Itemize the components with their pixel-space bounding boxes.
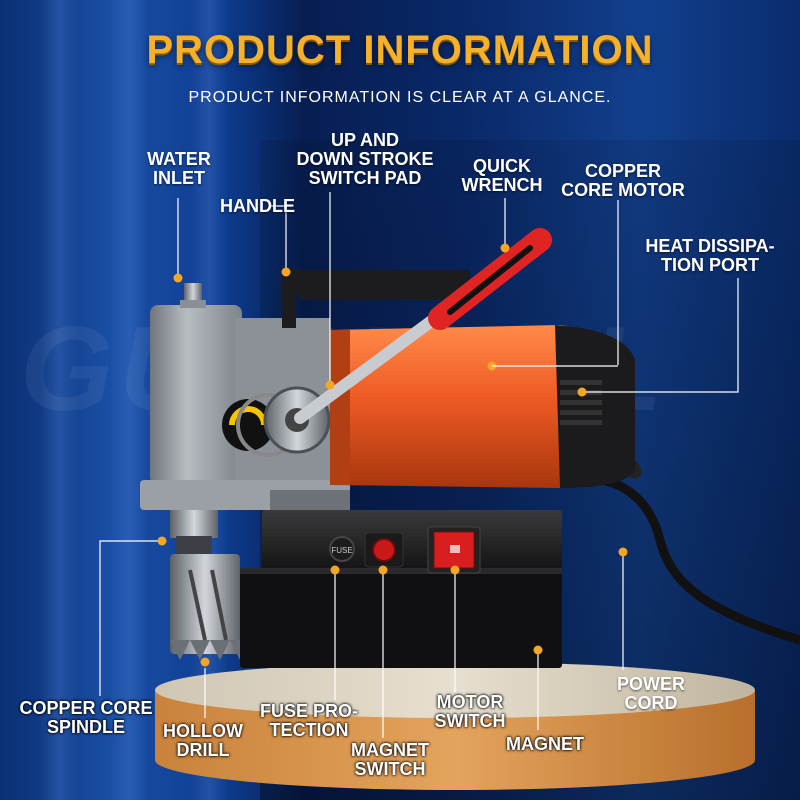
- label-heat-dissipation-port: HEAT DISSIPA-TION PORT: [645, 236, 775, 275]
- magnet-base-edge: [240, 568, 562, 574]
- curtain-fold: [40, 0, 78, 800]
- water-inlet-nut: [180, 300, 206, 308]
- magnet-switch-button: [372, 538, 396, 562]
- page-title: PRODUCT INFORMATION: [146, 28, 654, 72]
- callout-dot-fuse: [330, 565, 340, 575]
- feed-arrow: [229, 406, 267, 426]
- head-bracket: [270, 490, 350, 510]
- motor-flange: [330, 330, 350, 485]
- callout-dot-handle: [281, 267, 291, 277]
- callout-dot-hollow-drill: [200, 657, 210, 667]
- label-fuse-protection: FUSE PRO-TECTION: [259, 701, 358, 740]
- callout-dots: [157, 243, 628, 667]
- drill-flute: [210, 569, 228, 641]
- callout-dot-magnet-switch: [378, 565, 388, 575]
- fuse-holder: [329, 536, 355, 562]
- callout-dot-stroke-pad: [325, 380, 335, 390]
- callout-dot-spindle: [157, 536, 167, 546]
- handle-post: [282, 268, 296, 328]
- fuse-text: FUSE: [331, 546, 352, 555]
- rocker-mark: [450, 545, 460, 553]
- callout-dot-heat-port: [577, 387, 587, 397]
- magnet-base: [240, 568, 562, 668]
- callout-dot-power-cord: [618, 547, 628, 557]
- page-subtitle: PRODUCT INFORMATION IS CLEAR AT A GLANCE…: [188, 89, 612, 106]
- quick-wrench: [294, 228, 552, 424]
- callout-dot-water-inlet: [173, 273, 183, 283]
- drill-head-housing: [150, 305, 242, 485]
- callout-line-spindle: [99, 540, 162, 696]
- carry-handle: [285, 270, 470, 300]
- callout-dot-motor-switch: [450, 565, 460, 575]
- label-magnet: MAGNET: [506, 734, 584, 754]
- callout-line-heat-port: [582, 278, 739, 393]
- hollow-drill-teeth: [170, 640, 240, 660]
- callout-line-handle: [270, 205, 287, 272]
- drill-flute: [188, 569, 207, 641]
- curtain-fold: [110, 0, 148, 800]
- label-handle: HANDLE: [220, 196, 295, 216]
- callout-dot-magnet: [533, 645, 543, 655]
- spindle-chuck: [176, 536, 212, 554]
- callout-dot-quick-wrench: [500, 243, 510, 253]
- spindle-collar: [170, 510, 218, 538]
